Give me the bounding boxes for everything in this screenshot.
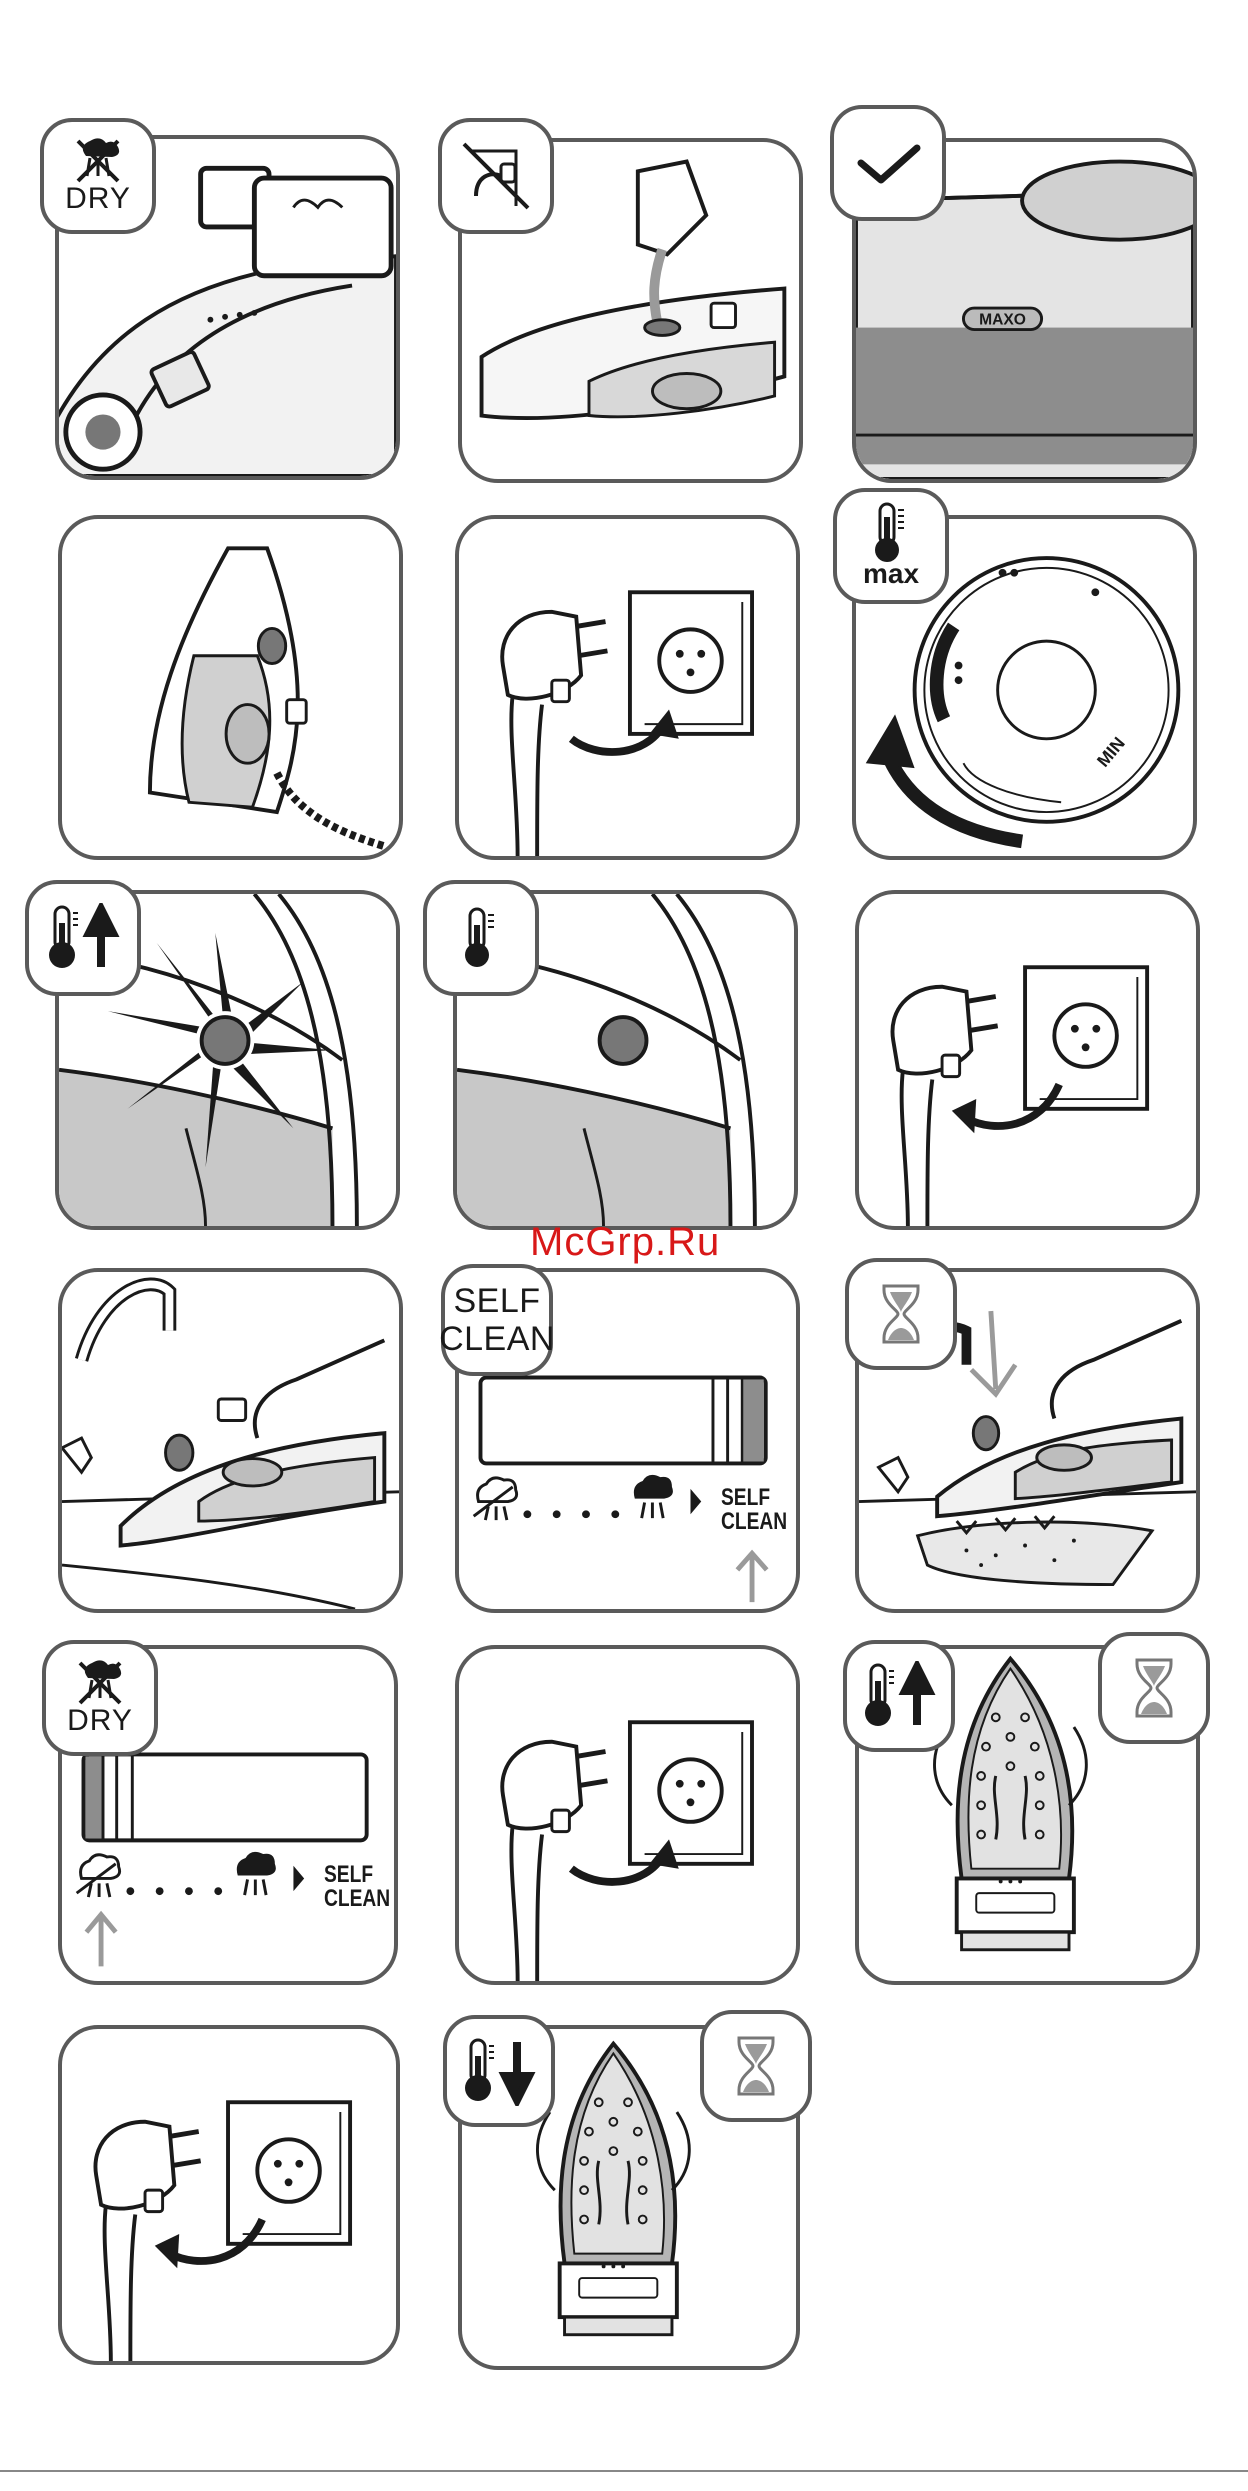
hourglass-icon — [1129, 1656, 1179, 1720]
self-clean-badge: SELF CLEAN — [441, 1264, 553, 1376]
maxo-label: MAXO — [979, 312, 1026, 329]
self-clean-badge-line1: SELF — [439, 1282, 555, 1320]
no-steam-dry-badge-2: DRY — [42, 1640, 158, 1756]
self-label: SELF — [721, 1486, 787, 1510]
watermark: McGrp.Ru — [530, 1220, 720, 1265]
thermometer-max-badge: max — [833, 488, 949, 604]
hourglass-badge-3 — [700, 2010, 812, 2122]
unplug-icon — [859, 894, 1196, 1226]
self-clean-badge-label: SELF CLEAN — [439, 1282, 555, 1358]
hourglass-icon — [731, 2034, 781, 2098]
thermometer-icon — [461, 907, 501, 969]
panel-plug-in — [455, 515, 800, 860]
plug-in-icon — [459, 519, 796, 856]
no-steam-icon — [70, 1658, 130, 1708]
panel-iron-heel — [58, 515, 403, 860]
unplugged-icon — [456, 136, 536, 216]
panel-unplug-2 — [58, 2025, 400, 2365]
page-bottom-rule — [0, 2470, 1248, 2472]
thermometer-up-badge — [25, 880, 141, 996]
hourglass-badge-1 — [845, 1258, 957, 1370]
plug-in-icon — [459, 1649, 796, 1981]
dry-scale-self-clean-label: SELF CLEAN — [324, 1863, 390, 1911]
thermometer-up-icon — [859, 1661, 939, 1731]
panel-unplug — [855, 890, 1200, 1230]
hourglass-badge-2 — [1098, 1632, 1210, 1744]
panel-self-clean-sink — [58, 1268, 403, 1613]
thermometer-badge — [423, 880, 539, 996]
checkmark-icon — [853, 138, 923, 188]
iron-heel-illustration — [62, 519, 399, 856]
unplugged-badge — [438, 118, 554, 234]
no-steam-dry-badge: DRY — [40, 118, 156, 234]
thermometer-down-badge — [443, 2015, 555, 2127]
max-label: max — [863, 558, 919, 590]
check-badge — [830, 105, 946, 221]
dry-scale-clean-label: CLEAN — [324, 1887, 390, 1911]
panel-plug-in-2 — [455, 1645, 800, 1985]
dry-label: DRY — [65, 182, 131, 216]
dry-label-2: DRY — [67, 1704, 133, 1738]
hourglass-icon — [876, 1282, 926, 1346]
thermometer-up-icon — [43, 903, 123, 973]
sink-cleaning-illustration — [62, 1272, 399, 1609]
dry-scale-self-label: SELF — [324, 1863, 390, 1887]
thermometer-max-icon — [871, 502, 911, 564]
self-clean-scale-label: SELF CLEAN — [721, 1486, 787, 1534]
clean-label: CLEAN — [721, 1510, 787, 1534]
no-steam-icon — [68, 136, 128, 186]
unplug-icon — [62, 2029, 396, 2361]
thermometer-up-badge-2 — [843, 1640, 955, 1752]
thermometer-down-icon — [459, 2036, 539, 2106]
self-clean-badge-line2: CLEAN — [439, 1320, 555, 1358]
